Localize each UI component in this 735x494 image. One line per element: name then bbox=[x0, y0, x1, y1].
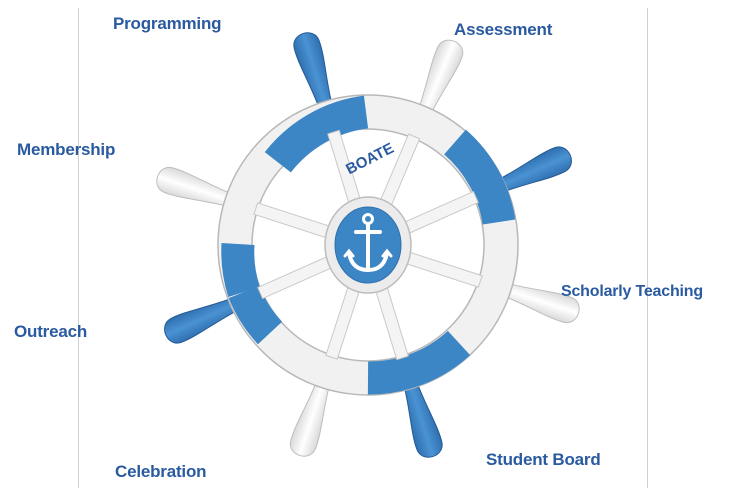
handle-left-upper bbox=[156, 167, 229, 206]
handle-bottom-right bbox=[404, 385, 443, 458]
label-outreach: Outreach bbox=[14, 322, 88, 341]
rim-segment-left bbox=[221, 243, 260, 297]
handle-top-right bbox=[419, 39, 464, 111]
handle-top-left bbox=[293, 32, 332, 105]
label-programming: Programming bbox=[113, 14, 222, 33]
label-assessment: Assessment bbox=[454, 20, 553, 39]
rim-segment-top bbox=[264, 95, 369, 173]
anchor-icon bbox=[343, 213, 393, 273]
label-membership: Membership bbox=[17, 140, 116, 159]
handle-bottom-left bbox=[290, 384, 329, 457]
label-celebration: Celebration bbox=[115, 462, 207, 481]
rim-segment-right bbox=[443, 129, 516, 225]
right-divider-line bbox=[647, 8, 648, 488]
left-divider-line bbox=[78, 8, 79, 488]
rim-blue-segments bbox=[221, 95, 516, 395]
handle-right-lower bbox=[507, 284, 580, 323]
hub-text-boate: BOATE bbox=[343, 140, 397, 178]
handle-right-upper bbox=[501, 146, 572, 192]
label-student-board: Student Board bbox=[486, 450, 601, 469]
wheel-handles bbox=[156, 32, 580, 458]
rim-segment-bottom bbox=[367, 330, 471, 395]
handle-left-lower bbox=[164, 298, 235, 344]
label-scholarly-teaching: Scholarly Teaching bbox=[561, 283, 703, 300]
